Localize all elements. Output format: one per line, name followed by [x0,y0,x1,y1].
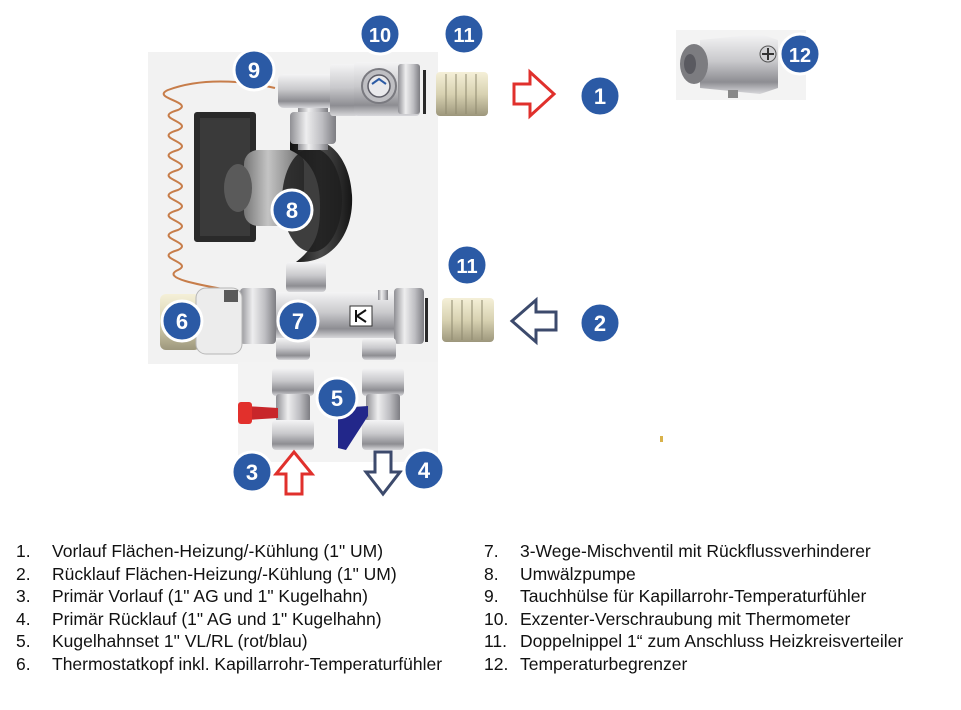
svg-text:9: 9 [248,58,260,83]
legend-text: Temperaturbegrenzer [520,653,688,674]
thermometer-union [354,62,420,116]
legend-text: Rücklauf Flächen-Heizung/-Kühlung (1" UM… [52,563,397,584]
ball-valve-blue [338,368,404,450]
legend-number: 11. [484,631,508,652]
legend-number: 1. [16,541,31,561]
legend-text: Vorlauf Flächen-Heizung/-Kühlung (1" UM) [52,541,384,561]
badge-5: 5 [315,376,359,420]
legend-text: 3-Wege-Mischventil mit Rückflussverhinde… [520,541,871,561]
svg-text:10: 10 [369,25,391,47]
pump-lower-nut [286,262,326,292]
svg-text:4: 4 [418,458,431,483]
legend-number: 12. [484,653,509,674]
badge-11-bottom: 11 [445,243,489,287]
svg-text:11: 11 [453,25,474,47]
gasket-top [423,70,426,114]
badge-4: 4 [402,448,446,492]
svg-text:5: 5 [331,386,343,411]
legend-item: 9. Tauchhülse für Kapillarrohr-Temperatur… [484,585,959,608]
legend-number: 3. [16,586,31,607]
legend-text: Umwälzpumpe [520,563,636,584]
legend-item: 5. Kugelhahnset 1" VL/RL (rot/blau) [16,630,466,653]
legend-item: 1. Vorlauf Flächen-Heizung/-Kühlung (1" U… [16,540,466,563]
flow-arrow-down-blue [362,450,404,497]
svg-text:2: 2 [594,311,606,336]
legend-item: 2. Rücklauf Flächen-Heizung/-Kühlung (1" … [16,563,466,586]
legend-number: 6. [16,653,31,674]
badge-6: 6 [160,299,204,343]
legend-item: 8. Umwälzpumpe [484,563,959,586]
badge-2: 2 [578,301,622,345]
badge-8: 8 [270,188,314,232]
legend-number: 9. [484,586,499,607]
badge-3: 3 [230,450,274,494]
svg-text:12: 12 [789,45,811,67]
legend-text: Primär Rücklauf (1" AG und 1" Kugelhahn) [52,608,382,629]
badge-12: 12 [778,32,822,76]
legend-number: 2. [16,563,31,584]
legend-text: Primär Vorlauf (1" AG und 1" Kugelhahn) [52,586,368,607]
ball-valve-red [238,368,314,450]
legend-number: 5. [16,631,31,652]
legend-number: 10. [484,608,509,629]
gasket-bottom [425,298,428,342]
legend-item: 3. Primär Vorlauf (1" AG und 1" Kugelhahn… [16,585,466,608]
svg-text:1: 1 [594,84,606,109]
legend-item: 10. Exzenter-Verschraubung mit Thermomete… [484,608,959,631]
legend-right: 7. 3-Wege-Mischventil mit Rückflussverhin… [484,540,959,676]
badge-10: 10 [358,12,402,56]
flow-arrow-out-right [512,68,557,120]
legend-text: Kugelhahnset 1" VL/RL (rot/blau) [52,631,308,652]
legend-number: 4. [16,608,31,629]
badge-9: 9 [232,48,276,92]
svg-text:8: 8 [286,198,298,223]
legend-text: Doppelnippel 1“ zum Anschluss Heizkreisv… [520,631,904,652]
badge-7: 7 [276,299,320,343]
legend-item: 12. Temperaturbegrenzer [484,653,959,676]
legend-left: 1. Vorlauf Flächen-Heizung/-Kühlung (1" U… [16,540,466,676]
legend-number: 7. [484,541,499,561]
capillary-coil [162,80,276,291]
pump-station-diagram: 1 2 3 4 5 6 7 8 9 10 11 11 [148,12,822,497]
svg-text:6: 6 [176,309,188,334]
legend-item: 11. Doppelnippel 1“ zum Anschluss Heizkre… [484,630,959,653]
legend-item: 6. Thermostatkopf inkl. Kapillarrohr-Temp… [16,653,466,676]
legend-text: Exzenter-Verschraubung mit Thermometer [520,608,851,629]
svg-text:11: 11 [456,256,477,278]
badge-1: 1 [578,74,622,118]
double-nipple-top [436,72,488,116]
double-nipple-bottom [442,298,494,342]
legend-number: 8. [484,563,499,584]
svg-text:3: 3 [246,460,258,485]
legend-item: 7. 3-Wege-Mischventil mit Rückflussverhin… [484,540,959,563]
svg-text:7: 7 [292,309,304,334]
badge-11-top: 11 [442,12,486,56]
legend-text: Thermostatkopf inkl. Kapillarrohr-Temper… [52,653,443,674]
top-supply-pipe [278,64,358,150]
legend-text: Tauchhülse für Kapillarrohr-Temperaturfü… [520,586,867,607]
speck [660,436,663,442]
flow-arrow-in-left [509,296,558,346]
legend-item: 4. Primär Rücklauf (1" AG und 1" Kugelhah… [16,608,466,631]
flow-arrow-up-red [272,449,316,496]
